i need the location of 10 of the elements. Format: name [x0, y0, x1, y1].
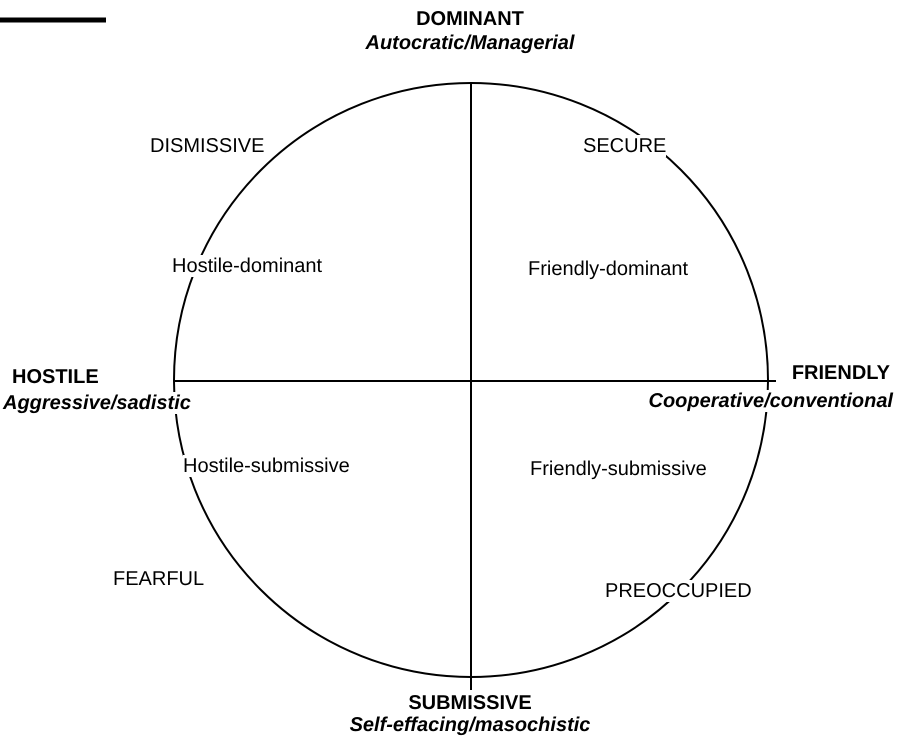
quadrant-label: Friendly-submissive: [530, 458, 707, 480]
style-label: SECURE: [583, 135, 666, 157]
axis-sublabel: Cooperative/conventional: [648, 390, 893, 412]
quadrant-label: Friendly-dominant: [528, 258, 688, 280]
axis-sublabel: Self-effacing/masochistic: [350, 714, 590, 736]
quadrant-label: Hostile-submissive: [183, 455, 350, 477]
axis-sublabel: Autocratic/Managerial: [366, 32, 574, 54]
quadrant-label: Hostile-dominant: [172, 255, 322, 277]
style-label: PREOCCUPIED: [605, 580, 752, 602]
axis-sublabel: Aggressive/sadistic: [3, 392, 191, 414]
